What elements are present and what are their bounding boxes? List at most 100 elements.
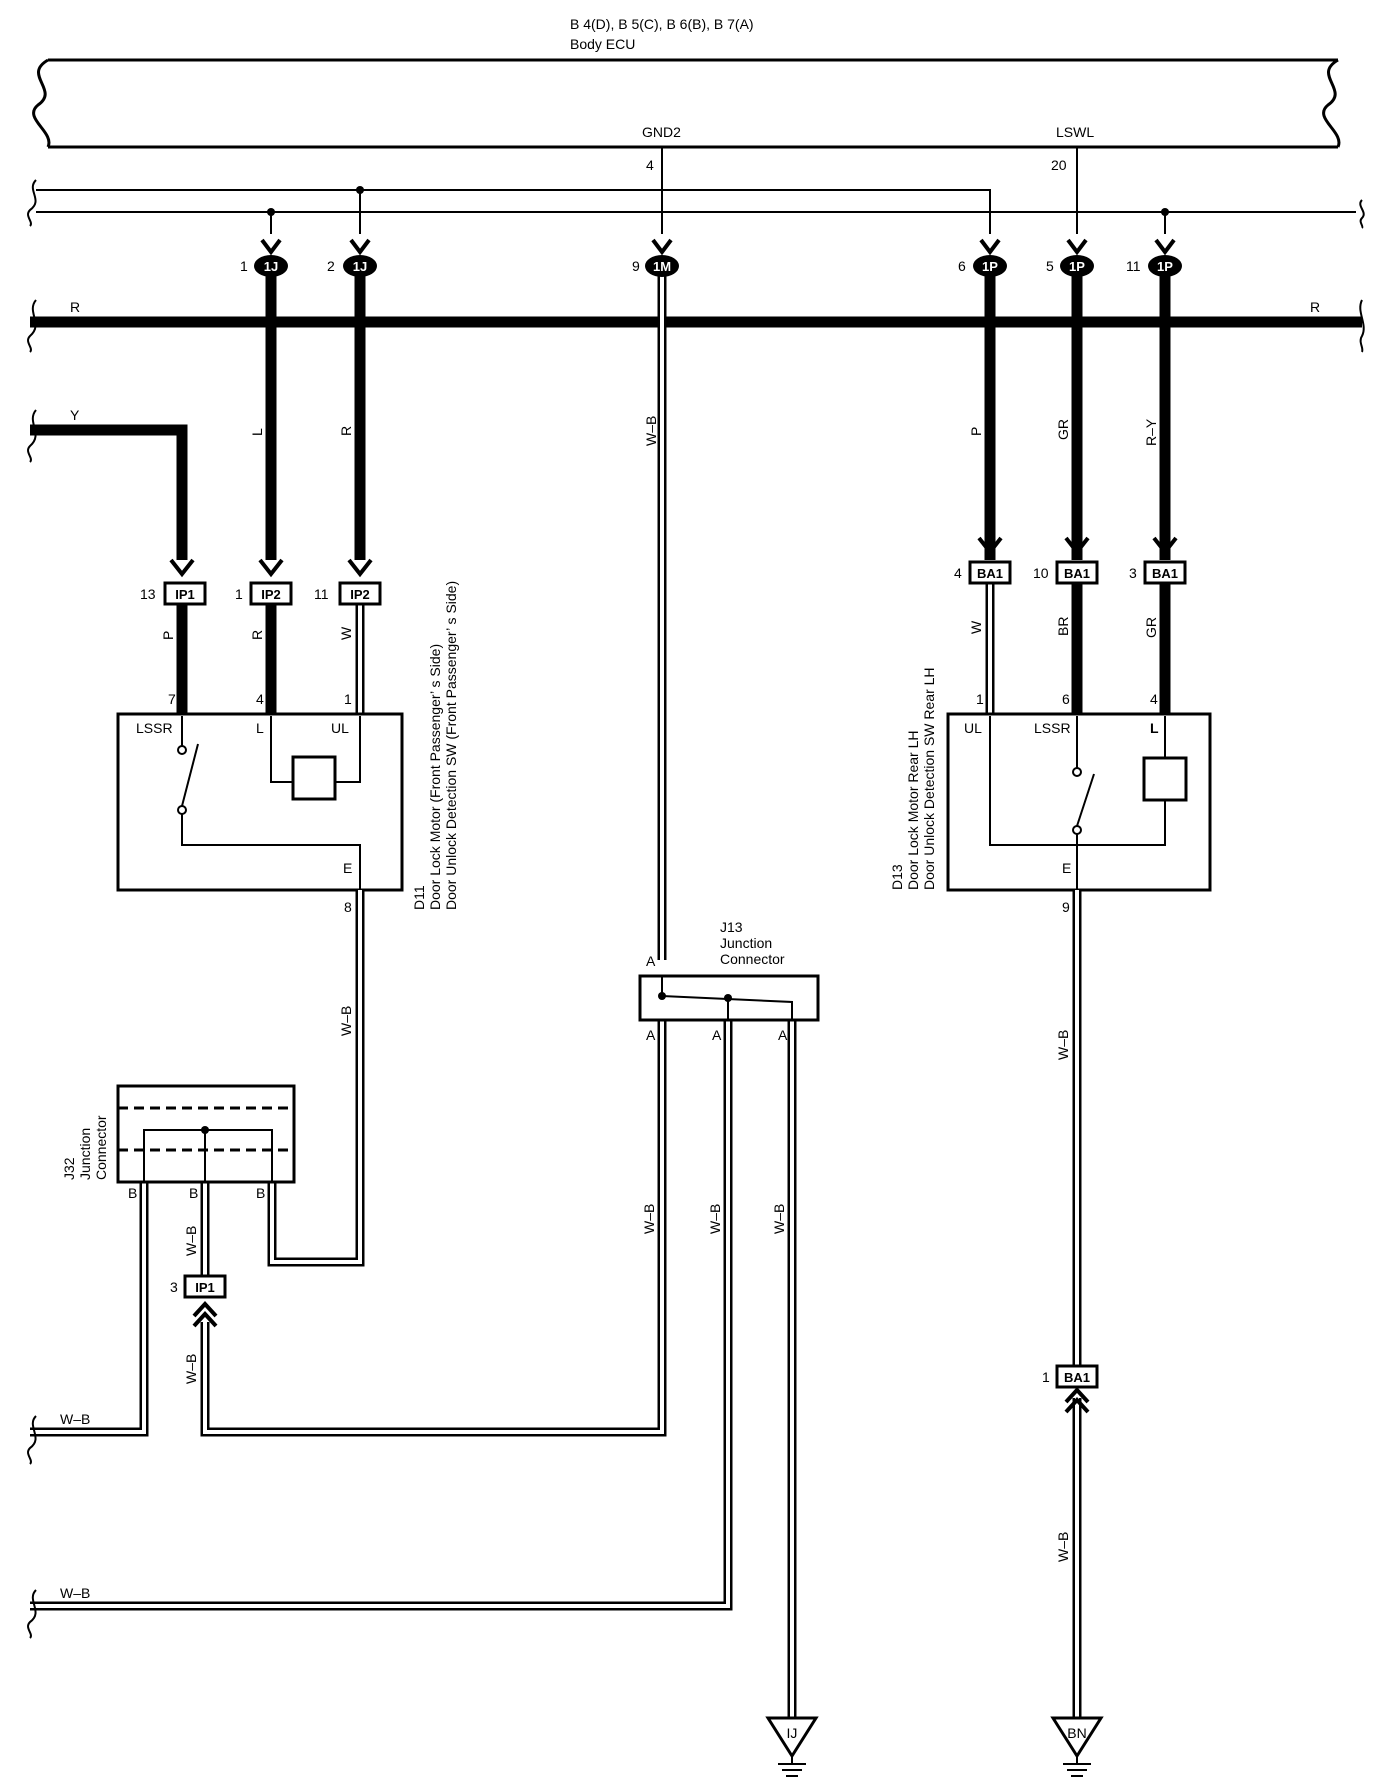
- svg-text:W–B: W–B: [641, 1204, 657, 1234]
- svg-text:5: 5: [1046, 258, 1054, 274]
- svg-text:BA1: BA1: [1064, 1370, 1090, 1385]
- svg-text:Door Unlock Detection SW (Fron: Door Unlock Detection SW (Front Passenge…: [443, 581, 459, 910]
- svg-text:B: B: [256, 1185, 265, 1201]
- svg-text:BN: BN: [1067, 1725, 1086, 1741]
- svg-text:A: A: [778, 1027, 788, 1043]
- svg-text:1: 1: [240, 258, 248, 274]
- lower-wire-color-labels: W–B W–B W–B W–B W–B W–B W–B W–B W–B W–B: [60, 1006, 1071, 1601]
- svg-text:6: 6: [1062, 691, 1070, 707]
- svg-text:BR: BR: [1055, 617, 1071, 636]
- svg-text:6: 6: [958, 258, 966, 274]
- svg-text:R: R: [338, 426, 354, 436]
- svg-text:BA1: BA1: [1152, 566, 1178, 581]
- svg-text:11: 11: [1126, 258, 1141, 274]
- svg-text:Door Unlock Detection SW Rear: Door Unlock Detection SW Rear LH: [921, 667, 937, 890]
- pin-gnd2-label: GND2: [642, 124, 681, 140]
- junction-1p-b: 1P 5: [1046, 255, 1094, 277]
- svg-text:P: P: [968, 427, 984, 436]
- svg-text:Connector: Connector: [720, 951, 785, 967]
- svg-text:W–B: W–B: [1055, 1030, 1071, 1060]
- d13-label: D13 Door Lock Motor Rear LH Door Unlock …: [889, 667, 937, 890]
- svg-text:10: 10: [1033, 565, 1049, 581]
- svg-text:W–B: W–B: [1055, 1532, 1071, 1562]
- svg-text:Y: Y: [70, 407, 80, 423]
- main-wire-break-left: [27, 299, 37, 353]
- svg-text:W–B: W–B: [183, 1354, 199, 1384]
- svg-text:3: 3: [1129, 565, 1137, 581]
- ecu-connectors: B 4(D), B 5(C), B 6(B), B 7(A): [570, 16, 754, 32]
- svg-text:7: 7: [168, 691, 176, 707]
- svg-text:11: 11: [314, 586, 329, 602]
- svg-text:4: 4: [256, 691, 264, 707]
- connector-ip1-13: IP1 13: [140, 581, 207, 606]
- svg-text:Door Lock Motor Rear LH: Door Lock Motor Rear LH: [905, 730, 921, 890]
- d13-pin-e: 9: [1062, 899, 1070, 915]
- pin-gnd2-number: 4: [646, 157, 654, 173]
- svg-text:UL: UL: [964, 720, 982, 736]
- ground-bn: BN: [1050, 1716, 1104, 1777]
- svg-text:1: 1: [235, 586, 243, 602]
- junction-1m: 1M 9: [632, 255, 679, 277]
- svg-text:L: L: [1150, 720, 1159, 736]
- svg-text:1P: 1P: [1157, 259, 1173, 274]
- svg-text:Door Lock Motor (Front Passeng: Door Lock Motor (Front Passenger’ s Side…: [427, 644, 443, 910]
- svg-text:L: L: [249, 428, 265, 436]
- svg-text:Junction: Junction: [77, 1128, 93, 1180]
- svg-text:A: A: [646, 1027, 656, 1043]
- svg-text:W: W: [338, 626, 354, 640]
- svg-text:W–B: W–B: [60, 1411, 90, 1427]
- j32-junction-connector: J32 Junction Connector B B B: [61, 1084, 296, 1201]
- body-ecu-box: [32, 58, 1341, 149]
- upper-wire-color-labels: Y L R W–B P GR R–Y: [70, 407, 1159, 446]
- right-connector-wire-colors: W BR GR: [968, 617, 1159, 638]
- junction-1p-c: 1P 11: [1126, 255, 1182, 277]
- svg-text:LSSR: LSSR: [136, 720, 173, 736]
- svg-text:IP2: IP2: [350, 587, 370, 602]
- connector-ba1-3: BA1 3: [1129, 560, 1187, 585]
- junction-1j-a: 1J 1: [240, 255, 288, 277]
- svg-text:BA1: BA1: [1064, 566, 1090, 581]
- d11-pin-numbers: 7 4 1: [168, 691, 352, 707]
- svg-text:A: A: [646, 953, 656, 969]
- svg-text:1: 1: [344, 691, 352, 707]
- d13-component-box: UL LSSR L E: [946, 712, 1212, 892]
- ground-ij: IJ: [765, 1716, 819, 1777]
- j13-junction-connector: J13 Junction Connector A A A A: [638, 919, 820, 1043]
- connector-ip2-11: IP2 11: [314, 581, 382, 606]
- svg-text:1J: 1J: [264, 259, 278, 274]
- main-wire-color-right: R: [1310, 299, 1320, 315]
- connector-ba1-4: BA1 4: [954, 560, 1012, 585]
- ecu-name: Body ECU: [570, 36, 635, 52]
- svg-text:P: P: [160, 631, 176, 640]
- svg-text:4: 4: [954, 565, 962, 581]
- svg-text:Junction: Junction: [720, 935, 772, 951]
- svg-text:1M: 1M: [653, 259, 671, 274]
- lower-arrow-heads: [169, 536, 1178, 578]
- svg-text:1J: 1J: [353, 259, 367, 274]
- pin-lswl-label: LSWL: [1056, 124, 1094, 140]
- svg-text:1P: 1P: [1069, 259, 1085, 274]
- upper-vertical-wires: [27, 274, 1171, 960]
- svg-text:1P: 1P: [982, 259, 998, 274]
- svg-text:D13: D13: [889, 864, 905, 890]
- svg-text:9: 9: [632, 258, 640, 274]
- d11-wires: [176, 604, 365, 716]
- svg-text:W–B: W–B: [771, 1204, 787, 1234]
- svg-text:IJ: IJ: [787, 1725, 798, 1741]
- svg-text:2: 2: [327, 258, 335, 274]
- svg-text:W–B: W–B: [183, 1226, 199, 1256]
- svg-text:L: L: [256, 720, 264, 736]
- connector-ip1-3: IP1 3: [170, 1274, 227, 1328]
- svg-text:13: 13: [140, 586, 156, 602]
- svg-text:D11: D11: [411, 885, 427, 910]
- svg-text:LSSR: LSSR: [1034, 720, 1071, 736]
- svg-text:W: W: [968, 620, 984, 634]
- svg-text:R: R: [249, 630, 265, 640]
- connector-ba1-10: BA1 10: [1033, 560, 1099, 585]
- top-bus-wires: [27, 147, 1365, 234]
- d13-wires: [985, 584, 1171, 716]
- svg-text:3: 3: [170, 1279, 178, 1295]
- svg-text:E: E: [343, 860, 352, 876]
- svg-text:B: B: [128, 1185, 137, 1201]
